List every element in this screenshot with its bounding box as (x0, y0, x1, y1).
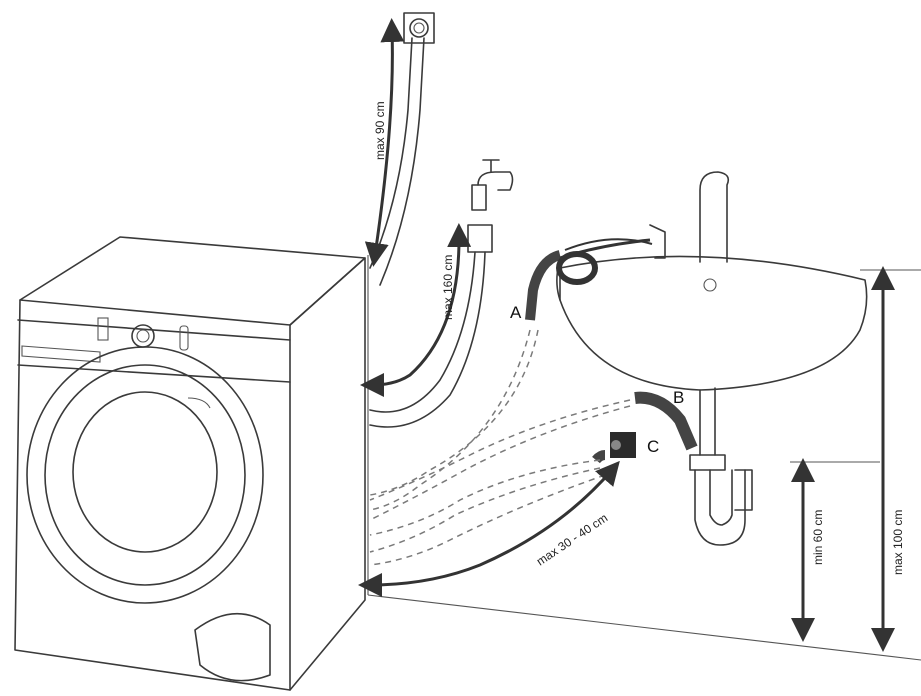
label-point-c: C (647, 437, 659, 456)
sink-icon (556, 171, 868, 546)
label-max-30-40: max 30 - 40 cm (534, 511, 610, 569)
label-max-90: max 90 cm (373, 101, 387, 160)
drain-hose-a (525, 238, 653, 321)
measurement-arrows (358, 18, 895, 652)
label-max-160: max 160 cm (441, 255, 455, 320)
label-max-100: max 100 cm (891, 510, 905, 575)
washing-machine-icon (14, 236, 366, 691)
wall-socket-icon (592, 432, 636, 464)
label-point-b: B (673, 388, 684, 407)
drain-hose-b (634, 391, 698, 451)
label-min-60: min 60 cm (811, 510, 825, 565)
label-point-a: A (510, 303, 522, 322)
